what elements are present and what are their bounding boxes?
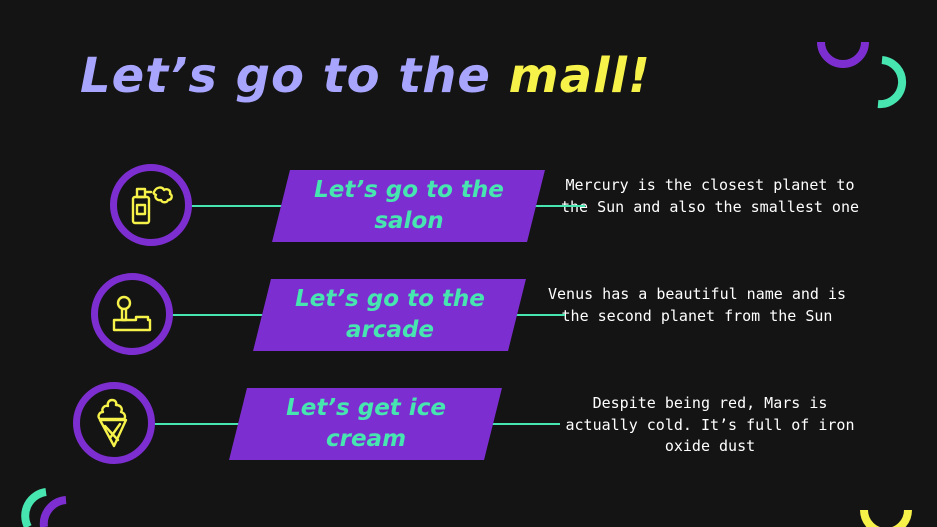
perfume-spray-icon	[131, 186, 173, 225]
ice-cream-icon	[97, 398, 128, 448]
slide-title: Let’s go to the mall!	[80, 48, 651, 106]
mint-arc-decoration-bottom	[21, 488, 47, 527]
label-box: Let’s go to the arcade	[253, 279, 526, 351]
label-box: Let’s get ice cream	[229, 388, 502, 460]
title-accent: mall!	[508, 48, 651, 104]
item-description: Mercury is the closest planet to the Sun…	[560, 176, 859, 216]
icon-circle	[91, 273, 173, 355]
joystick-icon	[112, 295, 152, 332]
title-main: Let’s go to the	[80, 48, 509, 104]
purple-arc-decoration	[817, 41, 869, 68]
icon-circle	[110, 164, 192, 246]
item-description: Venus has a beautiful name and is the se…	[547, 285, 846, 325]
item-label: Let’s get ice cream	[285, 395, 446, 452]
item-label: Let’s go to the arcade	[294, 286, 485, 343]
item-description: Despite being red, Mars is actually cold…	[565, 394, 855, 455]
icon-circle	[73, 382, 155, 464]
yellow-arc-decoration	[860, 509, 912, 527]
mint-arc-decoration	[877, 56, 907, 109]
item-label: Let’s go to the salon	[313, 177, 504, 234]
label-box: Let’s go to the salon	[272, 170, 545, 242]
purple-arc-decoration-bottom	[39, 496, 67, 527]
